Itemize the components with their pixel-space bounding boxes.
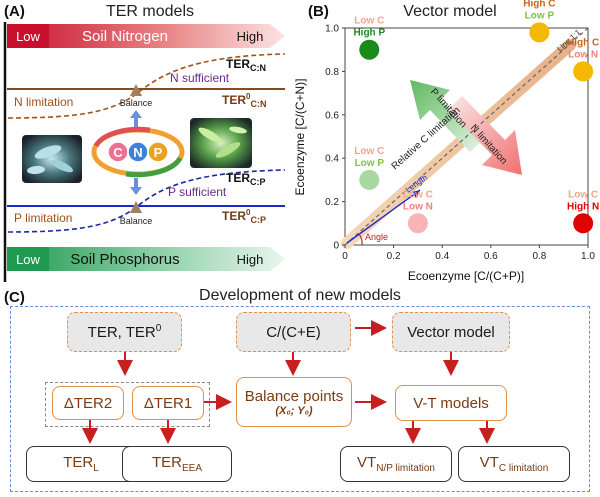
panel-c-arrows	[82, 320, 495, 444]
delta-ter2-box: ΔTER2	[52, 386, 124, 420]
data-point	[573, 61, 594, 82]
x-tick-label: 0.8	[532, 251, 546, 262]
p-sufficient-label: P sufficient	[168, 185, 227, 199]
vt-np-text: VT	[357, 454, 377, 471]
point-label-c: Low C	[403, 189, 433, 200]
ter-eea-sub: EEA	[181, 463, 202, 474]
x-tick-label: 0.4	[435, 251, 449, 262]
phosphorus-high-label: High	[237, 252, 264, 267]
p-limitation-label: P limitation	[14, 211, 72, 225]
data-point	[359, 39, 380, 60]
x-tick-label: 0	[342, 251, 348, 262]
ter-ter0-text: TER, TER	[87, 324, 156, 341]
balance-points-coords: (X₀; Y₀)	[275, 404, 313, 417]
phosphorus-low-label: Low	[16, 252, 40, 267]
ter-cp-label: TERC:P	[226, 171, 266, 187]
balance-bottom-marker	[130, 201, 142, 213]
ter-l-box: TERL	[26, 446, 136, 482]
x-tick-label: 0.6	[484, 251, 498, 262]
ter-eea-box: TEREEA	[122, 446, 232, 482]
p-limitation-arrow	[410, 80, 485, 152]
x-tick-label: 0.2	[387, 251, 401, 262]
point-label-np: Low N	[568, 49, 598, 60]
point-label-c: High C	[523, 0, 555, 9]
ter0-cp-label: TER0C:P	[222, 208, 266, 225]
point-label-np: Low P	[525, 10, 555, 21]
ter-ter0-box: TER, TER0	[67, 312, 182, 352]
y-tick-label: 0	[333, 241, 339, 252]
ter-cn-label: TERC:N	[226, 57, 266, 73]
vt-c-text: VT	[479, 454, 499, 471]
data-point	[529, 22, 550, 43]
panel-a-label: (A)	[4, 3, 25, 20]
vt-c-sub: C limitation	[498, 463, 549, 474]
point-label-np: High N	[567, 201, 599, 212]
panel-b-title: Vector model	[403, 3, 496, 20]
point-label-c: High C	[567, 37, 599, 48]
data-point	[359, 169, 380, 190]
soil-phosphorus-arrow: Low Soil Phosphorus High	[7, 247, 285, 271]
point-label-c: Low C	[354, 16, 384, 27]
panel-a: (A) TER models Low Soil Nitrogen High TE…	[3, 3, 286, 282]
panel-c-frame	[10, 306, 590, 492]
cnp-cycle-icon: C N P	[91, 126, 185, 178]
delta-ter-group	[45, 382, 210, 427]
angle-label: Angle	[365, 232, 388, 242]
soil-nitrogen-arrow: Low Soil Nitrogen High	[7, 24, 285, 48]
panel-b-vector-chart: (B) Vector model Line 1:1 Length Angle R…	[293, 0, 599, 283]
nitrogen-high-label: High	[237, 29, 264, 44]
delta-ter1-box: ΔTER1	[132, 386, 204, 420]
line-1-1	[344, 27, 589, 246]
x-tick-label: 1.0	[581, 251, 595, 262]
phosphorus-title: Soil Phosphorus	[70, 251, 179, 268]
axis-ticks: 0 0.2 0.4 0.6 0.8 1.0 0 0.2 0.4 0.6 0.8 1.0	[325, 24, 595, 263]
y-tick-label: 0.6	[325, 110, 339, 121]
cnp-p: P	[154, 145, 163, 160]
y-tick-label: 0.8	[325, 67, 339, 78]
y-tick-label: 0.2	[325, 197, 339, 208]
vector-model-box: Vector model	[392, 312, 510, 352]
x-axis-title: Ecoenzyme [C/(C+P)]	[408, 269, 524, 283]
panel-a-title: TER models	[106, 3, 194, 20]
y-tick-label: 0.4	[325, 154, 339, 165]
point-label-np: Low N	[403, 201, 433, 212]
y-axis-title: Ecoenzyme [C/(C+N)]	[293, 78, 307, 195]
nitrogen-title: Soil Nitrogen	[82, 28, 168, 45]
vt-np-sub: N/P limitation	[376, 463, 435, 474]
microbe-image-right	[190, 118, 252, 168]
panel-b-label: (B)	[308, 3, 329, 20]
ter0-sup: 0	[155, 323, 162, 334]
point-label-np: High P	[353, 28, 385, 39]
balance-top-label: Balance	[120, 98, 153, 108]
nitrogen-low-label: Low	[16, 29, 40, 44]
n-sufficient-label: N sufficient	[170, 71, 230, 85]
ter-l-text: TER	[63, 454, 94, 471]
data-point	[407, 213, 428, 234]
vt-np-box: VTN/P limitation	[340, 446, 452, 482]
data-point	[573, 213, 594, 234]
point-label-c: Low C	[568, 189, 598, 200]
panel-c-title: Development of new models	[199, 287, 401, 304]
vt-models-box: V-T models	[395, 385, 507, 421]
balance-points-title: Balance points	[244, 387, 344, 405]
microbe-image-left	[22, 135, 82, 183]
ter-eea-text: TER	[151, 454, 182, 471]
ter0-cn-label: TER0C:N	[222, 92, 266, 109]
balance-top-marker	[130, 84, 142, 96]
balance-points-box: Balance points (X₀; Y₀)	[236, 377, 352, 427]
y-tick-label: 1.0	[325, 24, 339, 35]
balance-bottom-label: Balance	[120, 216, 153, 226]
vt-c-box: VTC limitation	[458, 446, 570, 482]
cnp-c: C	[113, 145, 123, 160]
panel-c-label: (C)	[4, 289, 25, 306]
point-label-np: Low P	[355, 158, 385, 169]
point-label-c: Low C	[354, 146, 384, 157]
angle-arc	[358, 233, 363, 246]
cce-box: C/(C+E)	[236, 312, 351, 352]
n-limitation-arrow	[448, 96, 522, 175]
ter-l-sub: L	[93, 463, 99, 474]
cnp-n: N	[133, 145, 142, 160]
n-limitation-label: N limitation	[14, 95, 73, 109]
